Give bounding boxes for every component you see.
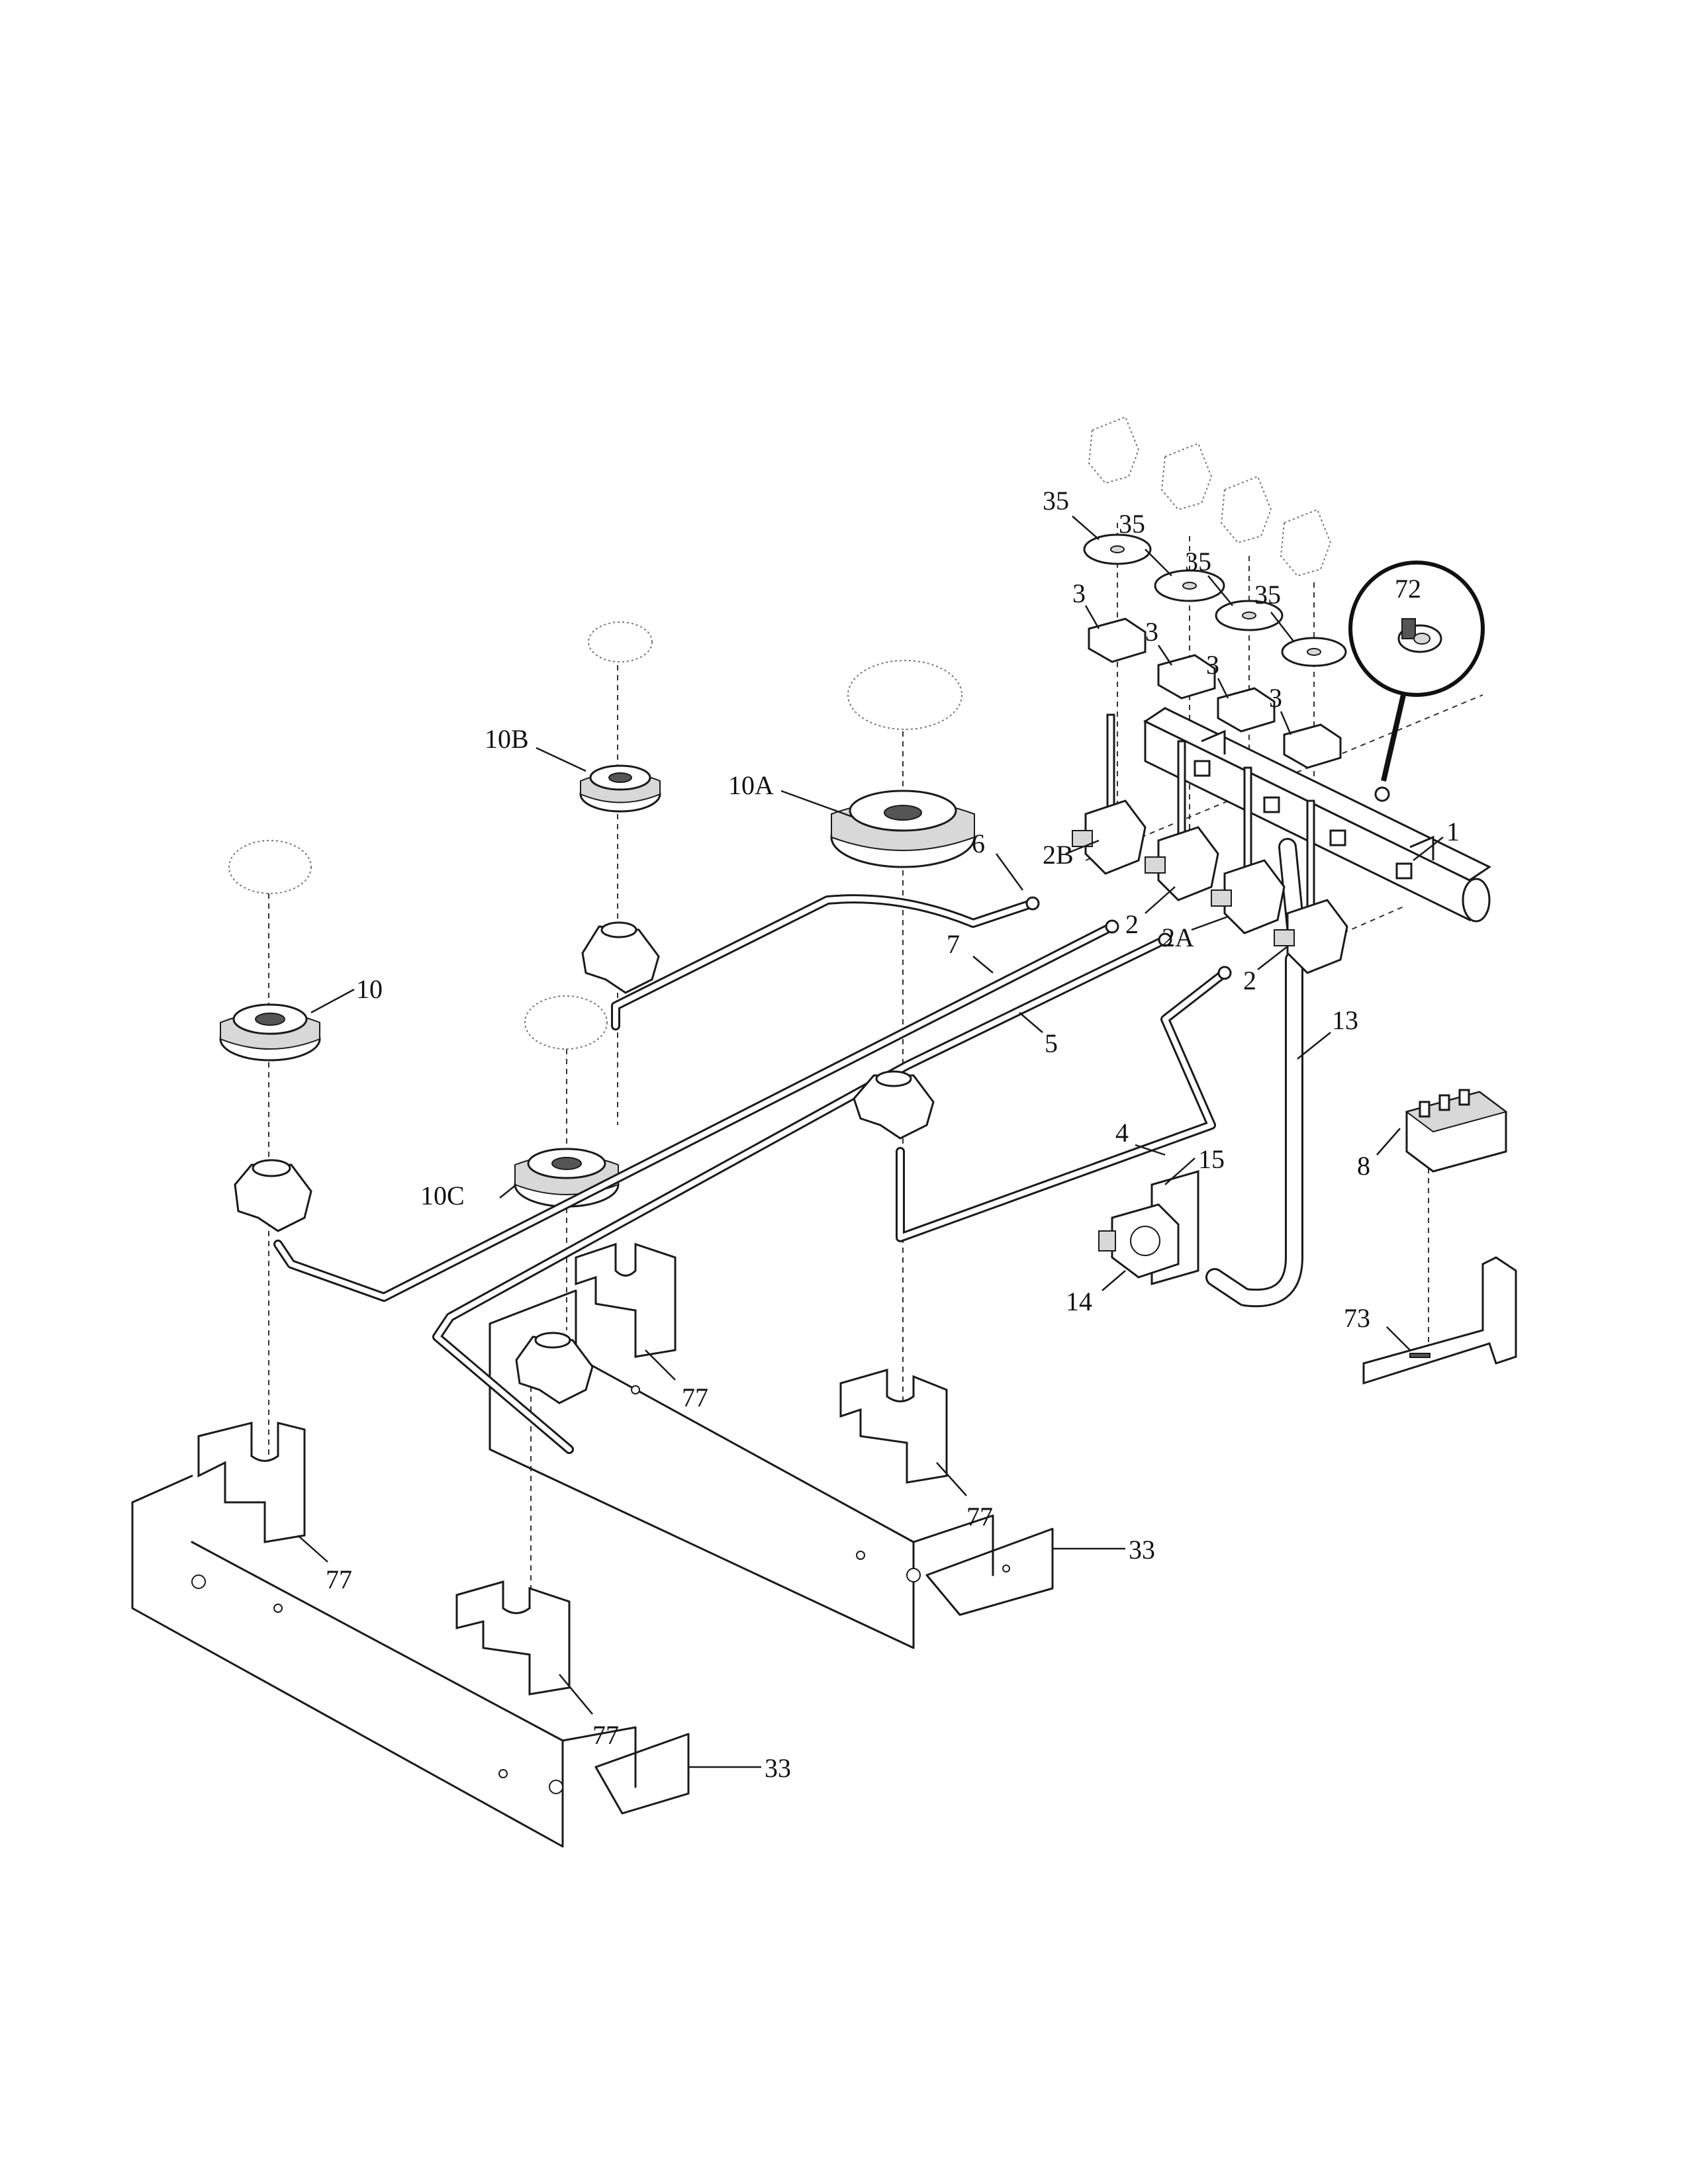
- callout-3: 3: [1206, 650, 1219, 680]
- burner-caps: [228, 621, 962, 1050]
- callout-2b: 2B: [1043, 840, 1074, 870]
- callout-labels: 72 35 35 35 35 3 3 3 3 1 10B 10A 6 2B 2 …: [326, 486, 1460, 1783]
- valves: [1072, 713, 1348, 974]
- pressure-regulator-14: [1098, 1170, 1199, 1285]
- knob-bezels: [1083, 533, 1347, 667]
- callout-3: 3: [1072, 578, 1086, 608]
- burner-10a: [830, 790, 976, 868]
- callout-15: 15: [1198, 1144, 1225, 1174]
- callout-2a: 2A: [1162, 923, 1194, 952]
- callout-2: 2: [1125, 909, 1139, 939]
- burner-10b: [579, 764, 661, 813]
- callout-14: 14: [1066, 1287, 1092, 1316]
- screw-detail-72: [1348, 561, 1485, 802]
- callout-8: 8: [1357, 1151, 1370, 1181]
- burner-10c: [514, 1148, 620, 1208]
- callout-3: 3: [1269, 683, 1282, 713]
- callout-72: 72: [1395, 574, 1421, 604]
- callout-77: 77: [592, 1720, 619, 1750]
- module-bracket-73: [1362, 1256, 1517, 1385]
- mounting-bracket-33-front: [131, 1475, 690, 1848]
- callout-6: 6: [972, 829, 985, 858]
- callout-33: 33: [1129, 1535, 1155, 1565]
- leader-lines: [297, 516, 1444, 1768]
- callout-35: 35: [1185, 547, 1211, 576]
- support-bracket-77-c: [839, 1369, 948, 1484]
- callout-5: 5: [1045, 1028, 1058, 1058]
- callout-13: 13: [1332, 1005, 1358, 1035]
- callout-77: 77: [682, 1383, 708, 1412]
- callout-35: 35: [1043, 486, 1069, 516]
- orifice-holders: [234, 921, 935, 1404]
- callout-77: 77: [966, 1502, 993, 1531]
- callout-35: 35: [1119, 509, 1145, 539]
- callout-10: 10: [356, 974, 383, 1004]
- control-knobs: [1088, 416, 1332, 577]
- callout-33: 33: [765, 1753, 791, 1783]
- callout-10a: 10A: [728, 770, 774, 800]
- callout-4: 4: [1115, 1118, 1129, 1148]
- callout-73: 73: [1344, 1303, 1370, 1333]
- callout-7: 7: [947, 929, 960, 959]
- callout-1: 1: [1446, 817, 1460, 846]
- burner-10: [219, 1003, 321, 1062]
- support-bracket-77-d: [455, 1580, 571, 1696]
- callout-10c: 10C: [420, 1181, 465, 1210]
- support-bracket-77-b: [575, 1242, 677, 1358]
- callout-3: 3: [1145, 617, 1158, 647]
- gas-tubes: [273, 894, 1232, 1454]
- ignition-switches: [1088, 617, 1342, 769]
- support-bracket-77-a: [197, 1422, 306, 1543]
- callout-10b: 10B: [485, 724, 529, 754]
- callout-77: 77: [326, 1565, 352, 1594]
- spark-module-8: [1405, 1089, 1508, 1173]
- callout-2: 2: [1243, 966, 1256, 995]
- callout-35: 35: [1254, 580, 1281, 610]
